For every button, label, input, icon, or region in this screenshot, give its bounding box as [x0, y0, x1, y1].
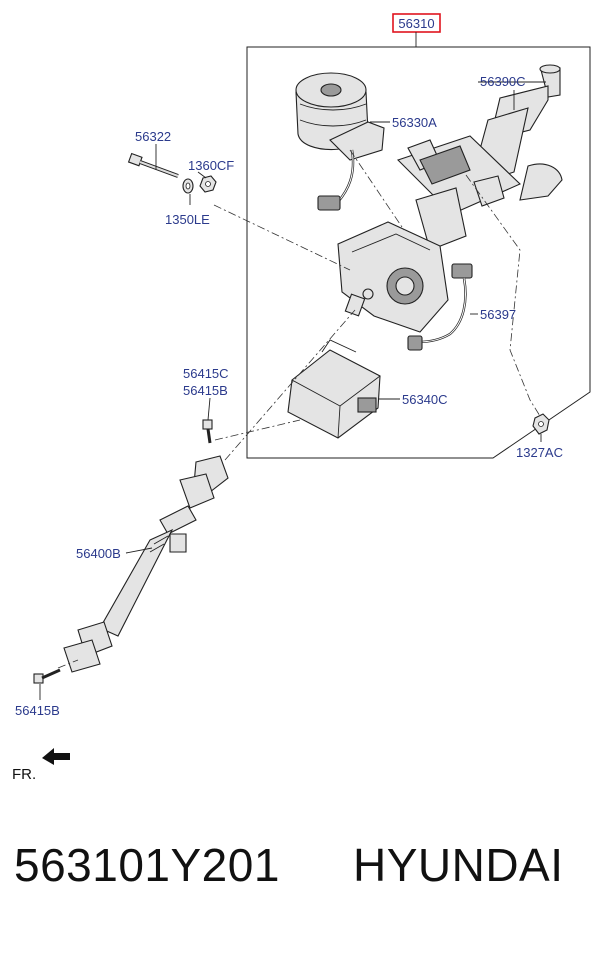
- assembly-number-highlight: [392, 13, 441, 33]
- bolt-56415b-lower: [33, 668, 61, 684]
- column-upper-56390c: [396, 64, 563, 251]
- gearbox-housing: [337, 221, 449, 333]
- washer-1350le: [182, 178, 194, 194]
- label-1350le: 1350LE: [165, 212, 210, 227]
- label-1360cf: 1360CF: [188, 158, 234, 173]
- bolt-56322: [127, 152, 179, 178]
- label-56415b-bottom: 56415B: [15, 703, 60, 718]
- brand-name: HYUNDAI: [353, 839, 564, 891]
- intermediate-shaft-56400b: [63, 455, 229, 673]
- label-56397: 56397: [480, 307, 516, 322]
- motor-56330a: [295, 72, 385, 211]
- label-56415c: 56415C: [183, 366, 229, 381]
- front-direction-arrow-icon: [42, 748, 70, 765]
- label-56340c: 56340C: [402, 392, 448, 407]
- nut-1327ac: [532, 413, 550, 435]
- nut-1360cf: [199, 175, 217, 193]
- label-56415b-top: 56415B: [183, 383, 228, 398]
- label-56322: 56322: [135, 129, 171, 144]
- ecu-56340c: [287, 339, 381, 439]
- label-56400b: 56400B: [76, 546, 121, 561]
- bolt-56415b-upper: [202, 419, 213, 444]
- label-56310: 56310: [398, 16, 434, 31]
- product-caption: 563101Y201 HYUNDAI: [0, 838, 600, 928]
- steering-column-exploded-diagram: 56310: [12, 13, 591, 783]
- label-56330a: 56330A: [392, 115, 437, 130]
- label-1327ac: 1327AC: [516, 445, 563, 460]
- front-direction-label: FR.: [12, 766, 36, 783]
- harness-56397: [407, 263, 473, 351]
- label-56390c: 56390C: [480, 74, 526, 89]
- part-number: 563101Y201: [14, 839, 280, 891]
